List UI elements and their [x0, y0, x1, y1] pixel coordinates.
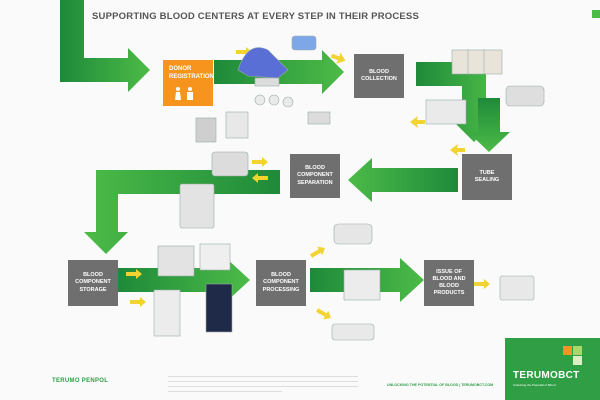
flow-arrow-down-sealing — [468, 98, 510, 152]
step-processing-label: BLOOD COMPONENT PROCESSING — [262, 272, 300, 293]
flow-arrow-entry — [60, 0, 150, 92]
terumo-bct-name: TERUMOBCT — [513, 370, 580, 381]
terumo-penpol-logo: TERUMO PENPOL — [52, 378, 109, 384]
step-issue-label: ISSUE OF BLOOD AND BLOOD PRODUCTS — [432, 268, 466, 297]
footer-tagline: UNLOCKING THE POTENTIAL OF BLOOD | TERUM… — [387, 383, 494, 387]
fine-print — [168, 376, 358, 394]
step-collection-label: BLOOD COLLECTION — [361, 68, 397, 82]
logo-square-green — [573, 346, 582, 355]
step-separation-label: BLOOD COMPONENT SEPARATION — [297, 165, 333, 186]
equipment-illustrations — [153, 35, 545, 341]
step-blood-collection: BLOOD COLLECTION — [354, 54, 404, 98]
step-tube-sealing: TUBE SEALING — [462, 154, 512, 200]
step-blood-component-processing: BLOOD COMPONENT PROCESSING — [256, 260, 306, 306]
corner-accent — [592, 10, 600, 18]
donor-people-icon — [175, 87, 193, 100]
logo-square-light — [573, 356, 582, 365]
step-storage-label: BLOOD COMPONENT STORAGE — [75, 272, 111, 293]
step-blood-component-storage: BLOOD COMPONENT STORAGE — [68, 260, 118, 306]
terumo-bct-logo-panel: TERUMOBCT Unlocking the Potential of Blo… — [505, 338, 600, 400]
logo-square-orange — [563, 346, 572, 355]
step-sealing-label: TUBE SEALING — [474, 169, 500, 183]
step-donor-label: DONOR REGISTRATION — [169, 66, 214, 80]
terumo-bct-tagline: Unlocking the Potential of Blood — [513, 383, 556, 387]
step-issue-of-blood: ISSUE OF BLOOD AND BLOOD PRODUCTS — [424, 260, 474, 306]
flow-arrow-sealing-separation — [348, 158, 458, 202]
poster-title: SUPPORTING BLOOD CENTERS AT EVERY STEP I… — [92, 11, 420, 22]
flow-arrow-collection-right — [416, 62, 496, 142]
step-blood-component-separation: BLOOD COMPONENT SEPARATION — [290, 154, 340, 198]
step-donor-registration: DONOR REGISTRATION — [163, 60, 214, 106]
flow-arrow-separation-storage — [84, 170, 280, 254]
